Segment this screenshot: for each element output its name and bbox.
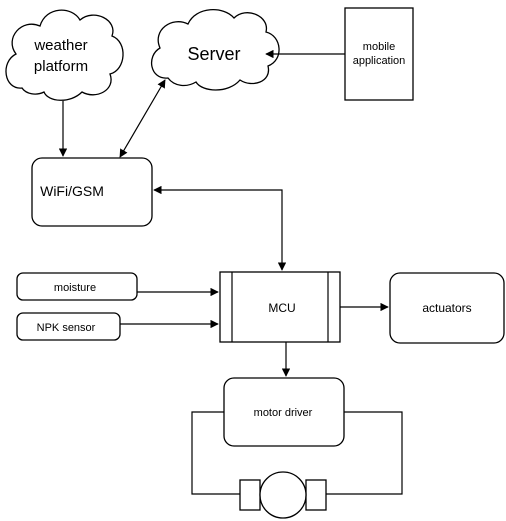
wifi-gsm-node: WiFi/GSM [31, 157, 153, 227]
mobile-application-label-line2: application [353, 55, 406, 67]
npk-sensor-label: NPK sensor [37, 322, 96, 334]
moisture-node: moisture [16, 272, 138, 301]
wifi-gsm-label: WiFi/GSM [40, 183, 104, 199]
arrow-wifi-mcu [153, 185, 287, 271]
motor-wire-right [324, 411, 403, 495]
npk-sensor-node: NPK sensor [16, 312, 121, 341]
actuators-node: actuators [389, 272, 505, 344]
mobile-application-node: mobile application [344, 7, 414, 101]
weather-platform-node: weather platform [5, 9, 124, 101]
mobile-application-label-line1: mobile [363, 41, 395, 53]
arrow-wifi-server [119, 79, 166, 158]
mcu-label: MCU [268, 301, 295, 315]
server-node: Server [150, 9, 280, 91]
motor-wire-left [191, 411, 240, 495]
motor-driver-label: motor driver [254, 407, 313, 419]
mcu-node: MCU [219, 271, 341, 343]
weather-platform-label-line1: weather [33, 37, 87, 54]
motor-driver-node: motor driver [223, 377, 345, 447]
weather-platform-label-line2: platform [34, 58, 88, 75]
server-label: Server [187, 44, 240, 64]
actuators-label: actuators [422, 301, 471, 315]
motor-icon [239, 471, 327, 519]
moisture-label: moisture [54, 282, 96, 294]
